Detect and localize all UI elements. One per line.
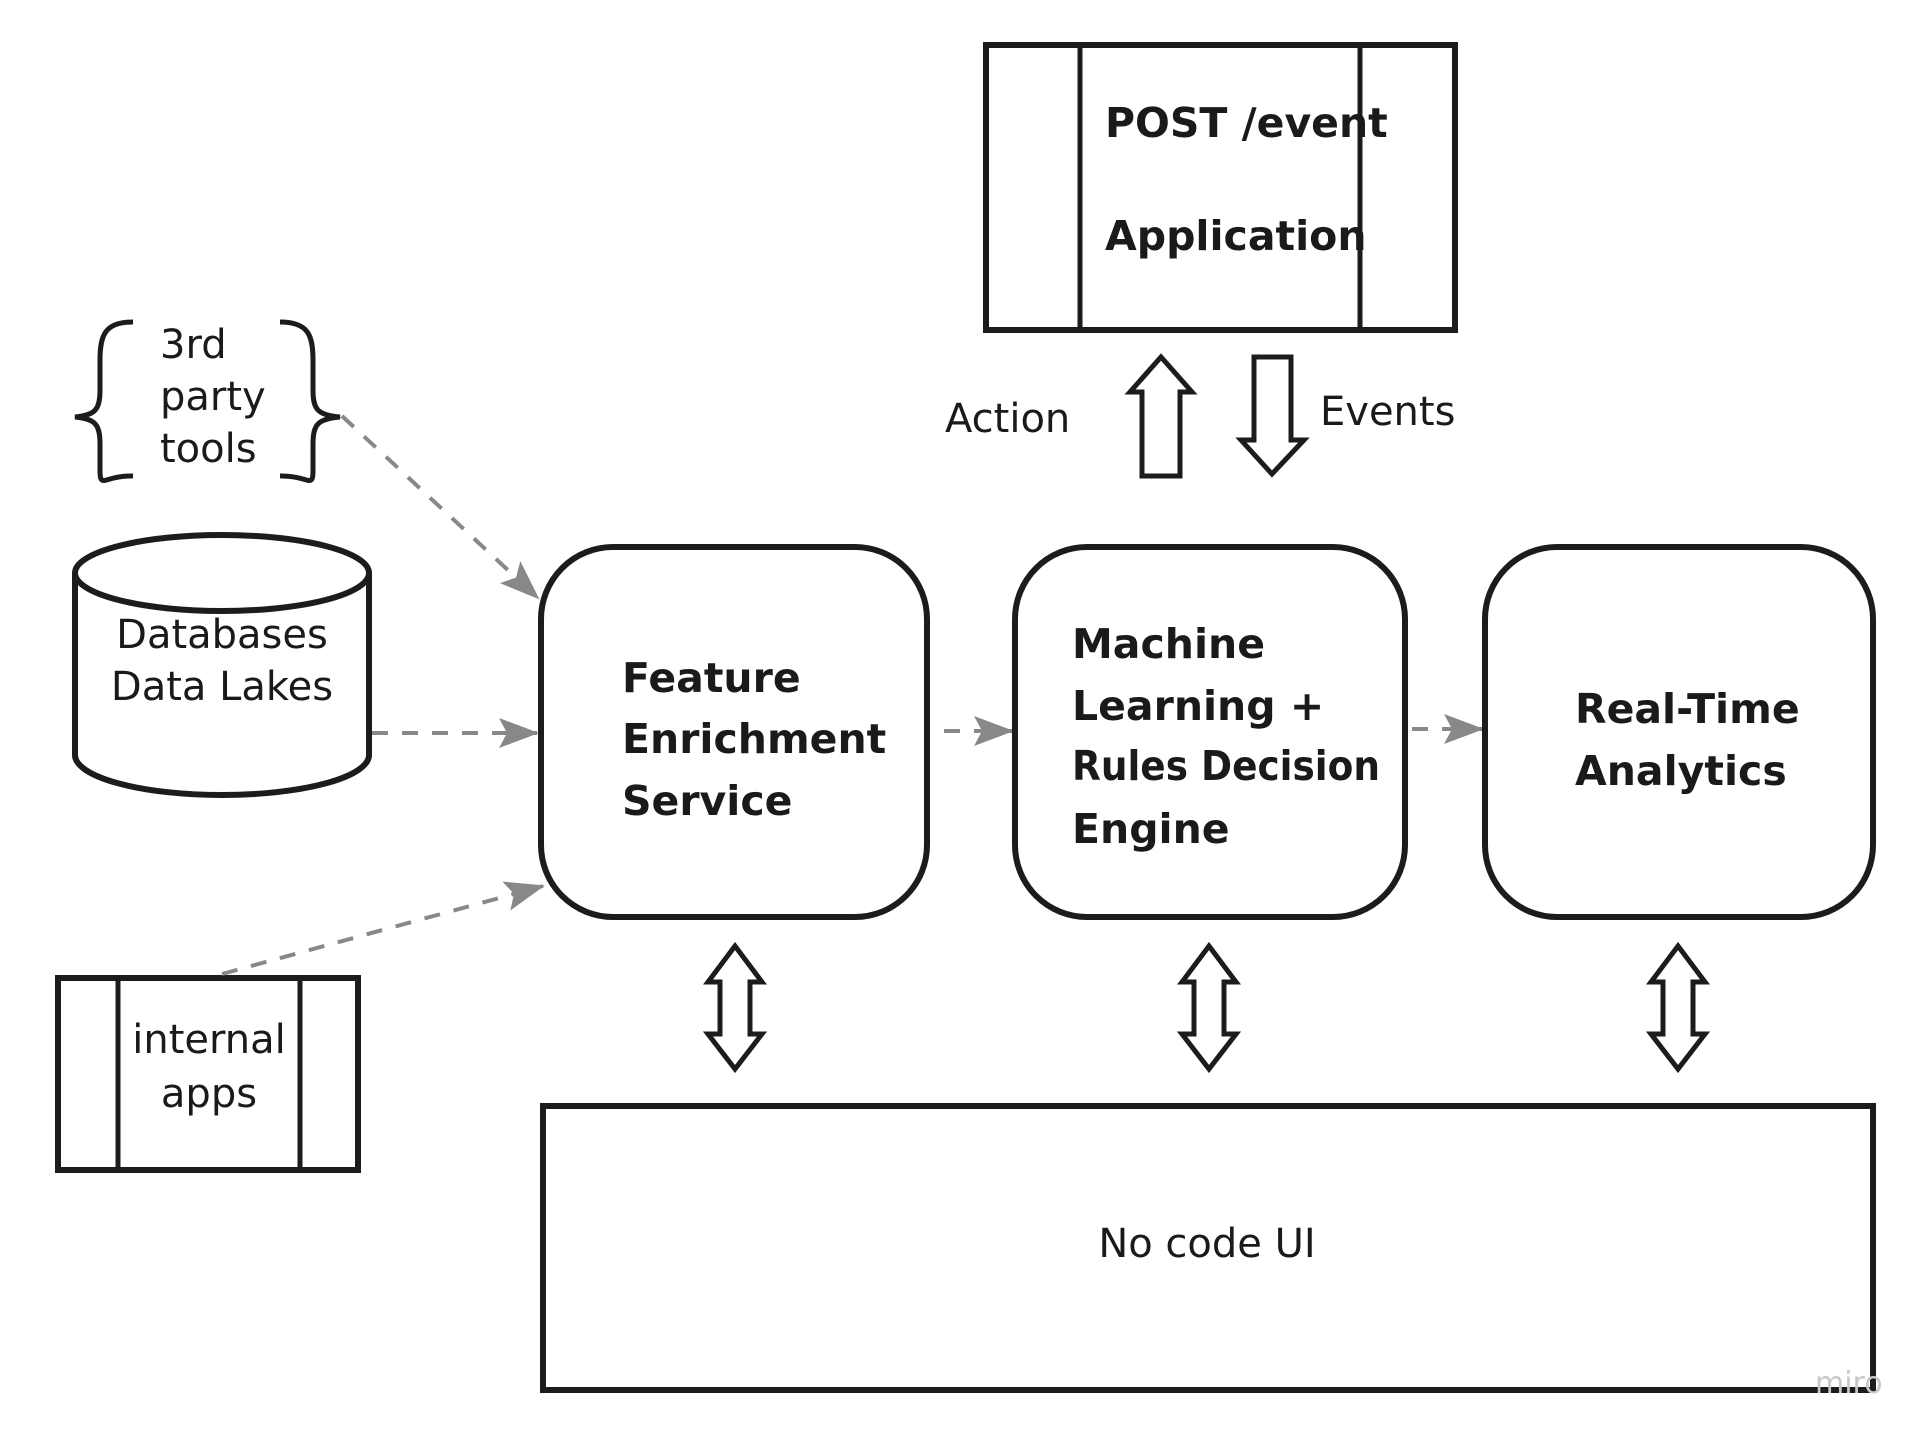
feature-ui-bidirectional-arrow-icon — [702, 941, 768, 1074]
application-box[interactable]: POST /event Application — [983, 42, 1458, 333]
engine-line-2: Learning + — [1072, 682, 1324, 730]
cylinder-top — [72, 532, 372, 614]
application-post-event-label: POST /event — [1105, 99, 1388, 147]
engine-line-3: Rules Decision — [1072, 742, 1380, 790]
no-code-ui-label: No code UI — [1098, 1221, 1315, 1267]
third-party-line-1: 3rd — [160, 322, 227, 368]
engine-ui-bidirectional-arrow-icon — [1176, 941, 1242, 1074]
decision-engine-node[interactable]: Machine Learning + Rules Decision Engine — [1012, 544, 1408, 920]
engine-line-1: Machine — [1072, 620, 1265, 668]
miro-watermark: miro — [1815, 1366, 1883, 1401]
analytics-ui-bidirectional-arrow-icon — [1645, 941, 1711, 1074]
engine-line-4: Engine — [1072, 805, 1230, 853]
databases-line-2: Data Lakes — [111, 664, 333, 710]
feature-line-1: Feature — [622, 654, 801, 702]
third-party-line-2: party — [160, 374, 266, 420]
third-party-line-3: tools — [160, 426, 257, 472]
real-time-analytics-node[interactable]: Real-Time Analytics — [1482, 544, 1876, 920]
cylinder-body — [72, 573, 372, 798]
decision-engine-frame — [1012, 544, 1408, 920]
internal-apps-to-feature-arrow — [221, 881, 545, 976]
third-party-to-feature-arrow — [340, 414, 540, 600]
analytics-line-2: Analytics — [1575, 747, 1787, 795]
feature-line-3: Service — [622, 777, 792, 825]
application-label: Application — [1105, 212, 1367, 260]
events-label: Events — [1320, 389, 1455, 435]
events-down-arrow-icon — [1235, 354, 1310, 478]
internal-apps-node[interactable]: internal apps — [55, 975, 361, 1173]
left-brace-icon — [74, 319, 134, 483]
no-code-ui-node[interactable]: No code UI — [540, 1103, 1876, 1393]
action-up-arrow-icon — [1124, 353, 1198, 479]
action-label: Action — [945, 396, 1070, 442]
feature-enrichment-service-node[interactable]: Feature Enrichment Service — [538, 544, 930, 920]
internal-apps-line-2: apps — [161, 1071, 257, 1117]
analytics-frame — [1482, 544, 1876, 920]
analytics-line-1: Real-Time — [1575, 685, 1800, 733]
no-code-ui-frame — [540, 1103, 1876, 1393]
application-box-frame — [983, 42, 1458, 333]
right-brace-icon — [279, 319, 341, 483]
feature-enrichment-frame — [538, 544, 930, 920]
databases-line-1: Databases — [116, 612, 328, 658]
internal-apps-frame — [55, 975, 361, 1173]
third-party-tools-node[interactable]: 3rd party tools — [74, 319, 341, 483]
feature-line-2: Enrichment — [622, 715, 886, 763]
databases-node[interactable]: Databases Data Lakes — [72, 532, 372, 798]
internal-apps-line-1: internal — [132, 1017, 285, 1063]
